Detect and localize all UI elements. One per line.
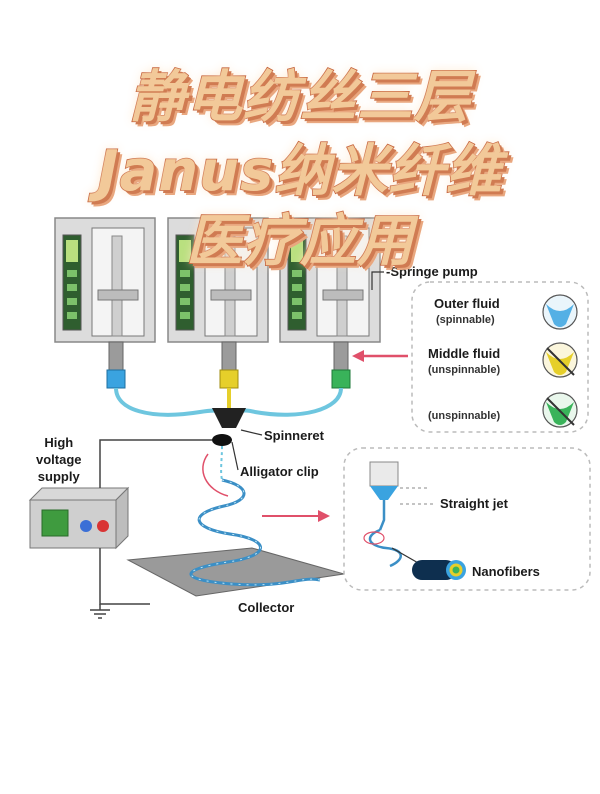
whipping-jet xyxy=(189,478,321,587)
tube-green xyxy=(237,387,343,417)
fluid-panel xyxy=(411,281,589,433)
middle-fluid-label: Middle fluid xyxy=(428,346,501,361)
nanofibers-label: Nanofibers xyxy=(472,564,540,579)
spinneret-leader xyxy=(240,429,263,436)
spinneret-label: Spinneret xyxy=(264,428,324,443)
syringe-pump-1 xyxy=(54,217,156,389)
spinneret-head xyxy=(212,408,246,428)
outer-fluid-note: (spinnable) xyxy=(436,314,495,326)
high-voltage-label: High voltage supply xyxy=(36,435,82,484)
high-voltage-supply xyxy=(28,486,130,550)
jet-bracket xyxy=(202,453,229,497)
title-line-1: 静电纺丝三层 xyxy=(128,64,471,131)
jet-inset-panel xyxy=(343,447,591,591)
pump-label: -Springe pump xyxy=(386,264,478,279)
straight-jet-label: Straight jet xyxy=(440,496,508,511)
pump-leader-line xyxy=(371,271,384,290)
outer-fluid-label: Outer fluid xyxy=(434,296,500,311)
middle-fluid-note: (unspinnable) xyxy=(428,364,501,376)
syringe-pump-3 xyxy=(279,217,381,389)
wire-ground xyxy=(99,548,150,605)
title-line-3: 医疗应用 xyxy=(185,208,414,275)
alligator-clip-label: Alligator clip xyxy=(240,464,319,479)
alligator-clip xyxy=(212,434,232,446)
collector-plate xyxy=(126,547,345,597)
title-line-2: Janus纳米纤维 xyxy=(97,138,503,205)
inner-fluid-note: (unspinnable) xyxy=(428,410,501,422)
ground-icon xyxy=(90,604,110,619)
nanofiber-icon xyxy=(412,560,466,580)
clip-leader xyxy=(231,441,239,471)
collector-label: Collector xyxy=(238,600,295,615)
wire-positive xyxy=(99,439,212,488)
syringe-pump-2 xyxy=(167,217,269,389)
tube-blue xyxy=(114,387,223,417)
